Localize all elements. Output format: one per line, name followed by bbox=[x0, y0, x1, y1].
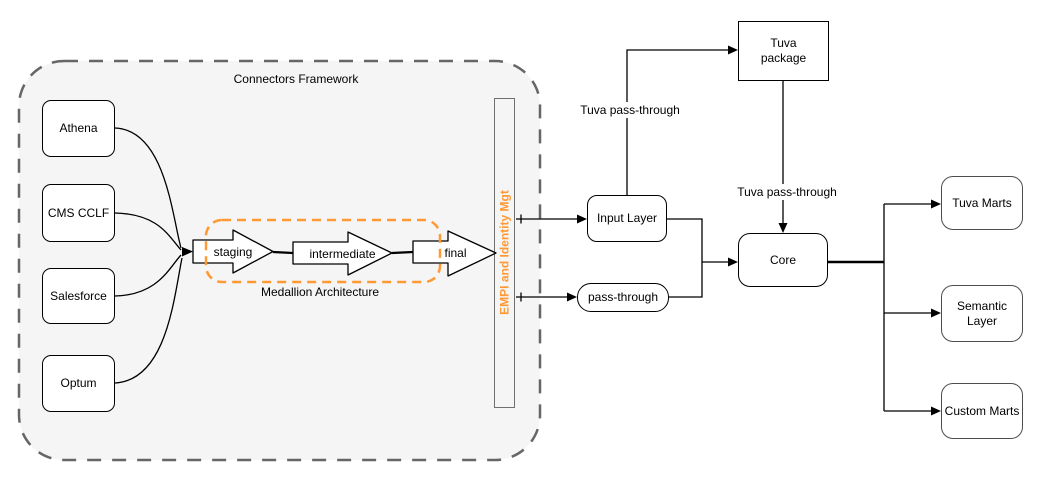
final-label: final bbox=[444, 246, 467, 260]
staging-label: staging bbox=[213, 245, 253, 259]
node-semantic-layer: Semantic Layer bbox=[941, 285, 1023, 342]
node-cms-cclf-label: CMS CCLF bbox=[47, 205, 110, 220]
node-custom-marts-label: Custom Marts bbox=[944, 403, 1020, 418]
node-salesforce-label: Salesforce bbox=[50, 288, 107, 303]
node-optum-label: Optum bbox=[60, 376, 97, 390]
node-tuva-marts: Tuva Marts bbox=[941, 176, 1023, 230]
node-optum: Optum bbox=[42, 355, 115, 412]
node-athena: Athena bbox=[42, 100, 115, 157]
node-salesforce: Salesforce bbox=[42, 268, 115, 324]
node-tuva-marts-label: Tuva Marts bbox=[952, 195, 1012, 210]
node-athena-label: Athena bbox=[59, 121, 98, 135]
node-pass-through-label: pass-through bbox=[587, 290, 659, 304]
node-pass-through: pass-through bbox=[577, 283, 669, 312]
tuva-pass-through-label-lower: Tuva pass-through bbox=[733, 184, 841, 200]
node-tuva-package-label: Tuva package bbox=[760, 36, 807, 65]
intermediate-label: intermediate bbox=[309, 247, 376, 261]
connectors-framework-title: Connectors Framework bbox=[233, 72, 359, 86]
node-core: Core bbox=[738, 233, 828, 287]
node-input-layer: Input Layer bbox=[587, 195, 667, 242]
tuva-pass-through-label-upper: Tuva pass-through bbox=[576, 102, 684, 118]
node-tuva-package: Tuva package bbox=[738, 21, 829, 81]
node-core-label: Core bbox=[769, 252, 796, 267]
node-input-layer-label: Input Layer bbox=[596, 211, 658, 225]
node-custom-marts: Custom Marts bbox=[941, 383, 1023, 439]
node-cms-cclf: CMS CCLF bbox=[42, 184, 115, 242]
medallion-architecture-title: Medallion Architecture bbox=[260, 285, 380, 299]
node-semantic-layer-label: Semantic Layer bbox=[956, 298, 1008, 328]
